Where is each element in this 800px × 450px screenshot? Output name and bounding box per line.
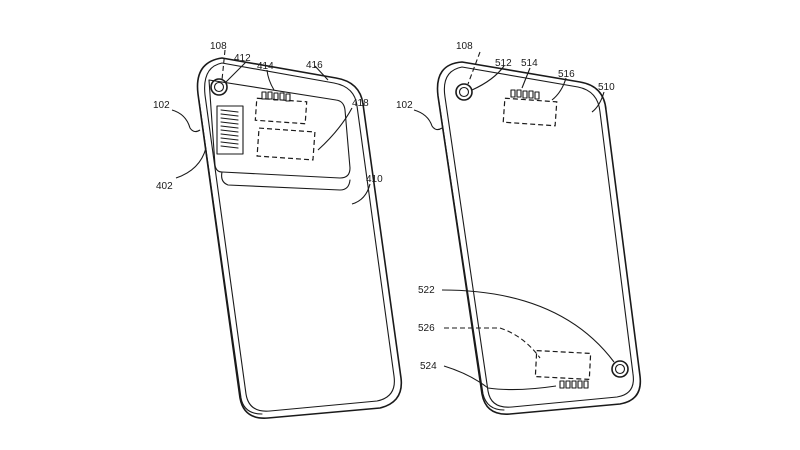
left-camera-inner: [213, 81, 225, 93]
left-hidden-module-upper: [254, 97, 308, 125]
left-back-panel-lower-edge: [221, 171, 351, 191]
left-ref-418: 418: [352, 98, 369, 109]
right-ref-526: 526: [418, 323, 435, 334]
left-leader-412: [225, 61, 247, 83]
left-device-side-edge: [198, 99, 263, 415]
right-ref-524: 524: [420, 361, 437, 372]
right-device-outer-body: [436, 61, 642, 415]
right-bottom-lens-inner: [614, 363, 626, 375]
left-camera-outer: [210, 78, 228, 96]
left-device-rim: [204, 62, 395, 412]
right-leader-108: [467, 51, 481, 85]
left-ref-412: 412: [234, 53, 251, 64]
right-leader-524: [443, 365, 557, 391]
left-ref-108: 108: [210, 41, 227, 52]
right-leader-522: [441, 289, 615, 363]
right-ref-108: 108: [456, 41, 473, 52]
right-device-rim: [443, 66, 634, 408]
left-leader-108: [221, 49, 226, 81]
left-leader-414: [266, 69, 275, 91]
right-ref-516: 516: [558, 69, 575, 80]
right-ref-512: 512: [495, 58, 512, 69]
left-ref-102: 102: [153, 100, 170, 111]
right-camera-inner: [458, 86, 470, 98]
left-ref-402: 402: [156, 181, 173, 192]
left-leader-402: [175, 147, 207, 179]
right-connector-514: [510, 89, 540, 100]
right-leader-516: [551, 77, 567, 101]
left-leader-418: [317, 107, 353, 151]
left-leader-416: [314, 65, 329, 81]
left-back-panel: [208, 79, 351, 179]
right-leader-526: [444, 327, 541, 359]
right-ref-522: 522: [418, 285, 435, 296]
left-ref-414: 414: [257, 61, 274, 72]
left-leader-102: [171, 109, 201, 133]
right-connector-524: [559, 380, 589, 389]
left-device-outer-body: [196, 57, 403, 419]
left-hidden-module-418: [256, 127, 316, 161]
left-device: 108 412 414 416 102 418 402 410: [153, 41, 403, 419]
left-speaker-grill-lines: [220, 109, 239, 149]
left-speaker-grill: [216, 105, 244, 155]
right-ref-510: 510: [598, 82, 615, 93]
right-ref-102: 102: [396, 100, 413, 111]
right-hidden-module-516: [502, 97, 558, 127]
right-leader-512: [471, 65, 505, 91]
right-camera-outer: [455, 83, 473, 101]
right-device-side-edge: [438, 101, 505, 411]
right-leader-510: [591, 91, 605, 113]
right-device: 108 512 514 516 102 510 522 526 524: [396, 41, 642, 415]
right-bottom-lens-outer: [611, 360, 629, 378]
left-ref-416: 416: [306, 60, 323, 71]
right-leader-102: [413, 109, 443, 131]
right-ref-514: 514: [521, 58, 538, 69]
left-ref-410: 410: [366, 174, 383, 185]
left-leader-410: [351, 183, 371, 205]
right-hidden-module-526: [534, 349, 592, 381]
left-connector-414: [261, 91, 291, 102]
right-leader-514: [521, 67, 531, 89]
